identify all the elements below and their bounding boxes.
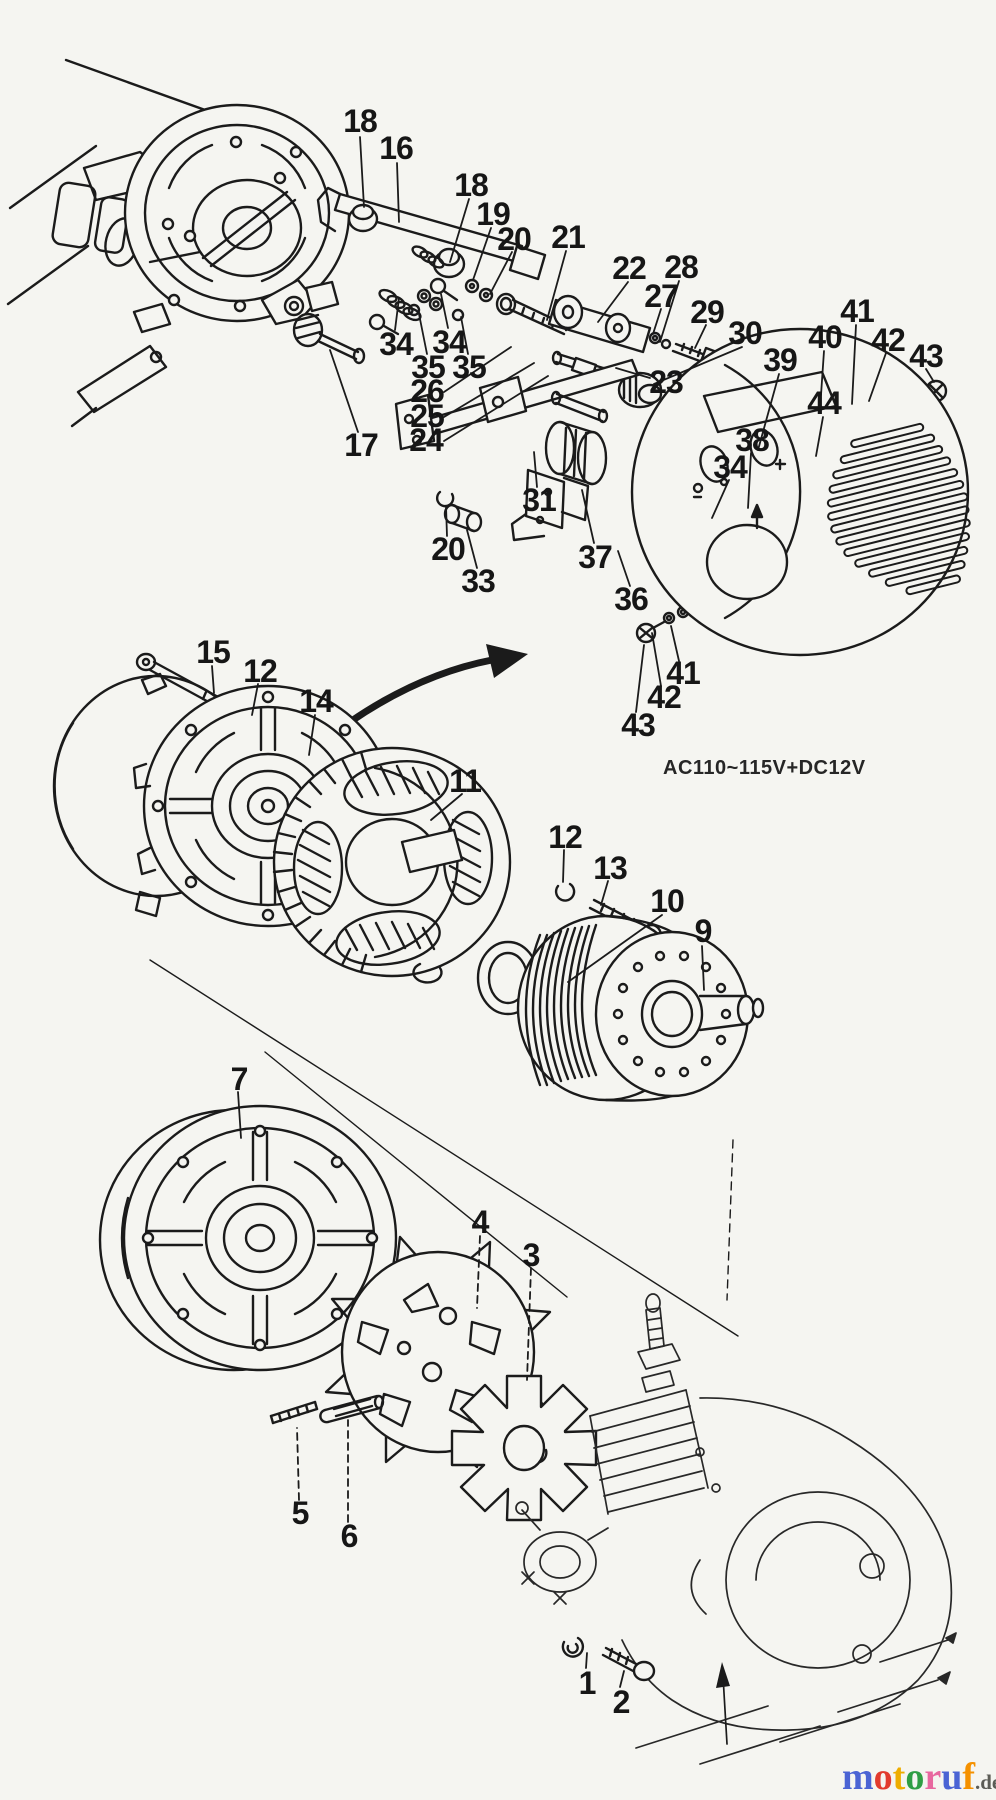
bracket-31-drawing [394,358,640,533]
voltage-caption: AC110~115V+DC12V [663,757,866,779]
part-label-4: 4 [471,1204,490,1240]
watermark-suffix: .de [974,1770,996,1794]
part-label-43: 43 [621,707,656,743]
watermark-letter: o [905,1756,925,1798]
part-label-18: 18 [343,103,378,139]
watermark-logo[interactable]: motoruf.de [842,1758,996,1796]
part-label-37: 37 [578,539,613,575]
part-label-35: 35 [411,349,446,385]
leader-lines [211,136,935,1688]
part-label-5: 5 [291,1495,310,1531]
front-housing-drawing [98,1104,398,1372]
part-label-29: 29 [690,294,725,330]
part-label-9: 9 [694,913,713,949]
stator-drawing [272,746,512,984]
part-label-41: 41 [840,293,875,329]
part-label-20: 20 [431,531,466,567]
part-label-36: 36 [614,581,649,617]
watermark-letter: r [924,1756,942,1798]
part-label-14: 14 [299,683,334,719]
part-label-26: 26 [410,373,445,409]
part-label-34: 34 [432,324,467,360]
part-label-13: 13 [593,850,628,886]
part-label-21: 21 [551,219,586,255]
regulator-drawing [510,420,608,542]
rotor-group-drawing [476,882,765,1102]
fan-cover-drawing [630,327,971,657]
watermark-letter: m [842,1756,874,1798]
watermark-letter: t [892,1756,906,1798]
part-label-23: 23 [649,364,684,400]
part-label-12: 12 [548,819,583,855]
part-label-41: 41 [666,655,701,691]
watermark-word: motoruf [842,1756,975,1798]
part-label-34: 34 [713,449,748,485]
part-label-43: 43 [909,338,944,374]
part-label-31: 31 [522,482,557,518]
part-label-19: 19 [476,196,511,232]
part-label-2: 2 [612,1684,631,1720]
part-label-27: 27 [644,278,679,314]
part-label-1: 1 [578,1665,597,1701]
pins-drawing [269,1394,385,1425]
part-label-35: 35 [452,349,487,385]
construction-lines [149,959,739,1337]
part-label-20: 20 [497,221,532,257]
part-label-22: 22 [612,250,647,286]
part-label-33: 33 [461,563,496,599]
part-label-17: 17 [344,427,379,463]
direction-arrow [346,644,528,726]
part-label-11: 11 [449,763,482,799]
fastener-cluster-drawing [260,245,570,336]
backplate-drawing [123,103,351,323]
watermark-letter: o [873,1756,893,1798]
part-label-42: 42 [871,322,906,358]
bottom-fasteners-drawing [561,1636,730,1745]
part-label-18: 18 [454,167,489,203]
part-label-30: 30 [728,315,763,351]
part-label-38: 38 [735,422,770,458]
part-label-7: 7 [230,1061,249,1097]
part-label-34: 34 [379,326,414,362]
part-label-16: 16 [379,130,414,166]
coupling-drawing [450,1374,598,1522]
part-label-40: 40 [808,319,843,355]
part-label-6: 6 [340,1518,359,1554]
engine-sketch-drawing [515,1293,957,1765]
part-label-44: 44 [807,385,842,421]
part-label-3: 3 [522,1237,541,1273]
part-label-25: 25 [410,398,445,434]
part-label-12: 12 [243,653,278,689]
part-label-15: 15 [196,634,231,670]
watermark-letter: f [962,1756,975,1798]
watermark-letter: u [941,1756,963,1798]
part-label-39: 39 [763,342,798,378]
part-label-10: 10 [650,883,685,919]
part-label-24: 24 [409,422,444,458]
part-label-28: 28 [664,249,699,285]
knob-17-drawing [292,312,366,365]
part-label-42: 42 [647,679,682,715]
